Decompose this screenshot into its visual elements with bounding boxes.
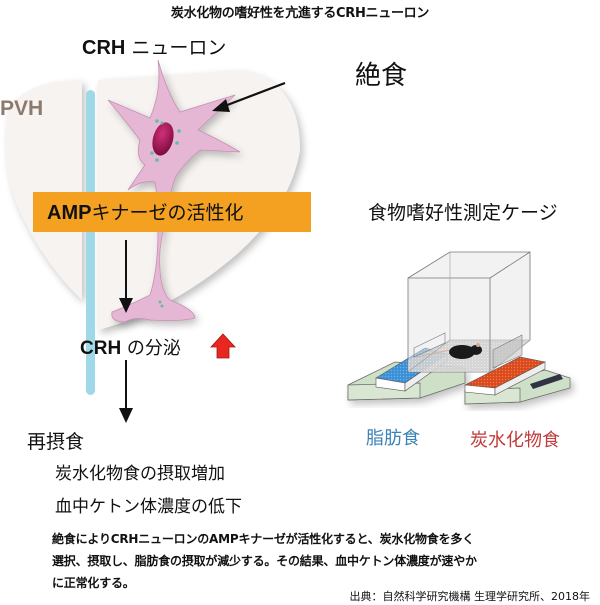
fasting-label: 絶食 — [355, 61, 408, 91]
ampk-to-secretion-arrow — [119, 240, 133, 313]
vesicles — [150, 119, 181, 308]
third-ventricle — [86, 90, 95, 395]
crh-neuron-label: CRH ニューロン — [82, 33, 226, 60]
summary-line: 絶食によりCRHニューロンのAMPキナーゼが活性化すると、炭水化物食を多く — [52, 532, 474, 546]
refeeding-result: 炭水化物食の摂取増加 — [55, 464, 225, 484]
secretion-up-arrow-icon — [210, 333, 236, 359]
carb-food-tray — [463, 356, 546, 396]
ampk-label-rest: キナーゼの活性化 — [91, 202, 244, 224]
pvh-label: PVH — [0, 97, 44, 120]
carb-food-label: 炭水化物食 — [470, 430, 560, 451]
ampk-activation-box — [33, 192, 311, 232]
crh-secretion-bold: CRH — [80, 338, 122, 359]
summary-line: 選択、摂取し、脂肪食の摂取が減少する。その結果、血中ケトン体濃度が速やか — [52, 554, 477, 568]
fat-food-label: 脂肪食 — [366, 428, 420, 449]
fasting-arrow — [212, 81, 286, 112]
cage-title: 食物嗜好性測定ケージ — [368, 202, 558, 224]
secretion-to-refeeding-arrow — [119, 360, 133, 423]
crh-neuron — [107, 59, 241, 323]
ampk-label-bold: AMP — [47, 202, 92, 224]
crh-secretion-label: CRH の分泌 — [80, 334, 181, 360]
source-credit: 出典：自然科学研究機構 生理学研究所、2018年 — [349, 590, 591, 603]
preference-cage — [347, 251, 571, 405]
diagram-title: 炭水化物の嗜好性を亢進するCRHニューロン — [170, 6, 430, 21]
ampk-activation-label: AMPキナーゼの活性化 — [47, 198, 243, 225]
summary-line: に正常化する。 — [52, 576, 135, 590]
mouse-icon — [415, 343, 482, 359]
cage-box — [407, 251, 531, 373]
crh-secretion-rest: の分泌 — [126, 338, 181, 359]
refeeding-result: 血中ケトン体濃度の低下 — [55, 497, 242, 517]
refeeding-heading: 再摂食 — [27, 431, 85, 453]
summary-text: 絶食によりCRHニューロンのAMPキナーゼが活性化すると、炭水化物食を多く 選択… — [52, 528, 572, 594]
crh-neuron-label-rest: ニューロン — [131, 37, 227, 59]
neuron-nucleus — [152, 122, 174, 156]
crh-neuron-label-bold: CRH — [82, 37, 126, 59]
